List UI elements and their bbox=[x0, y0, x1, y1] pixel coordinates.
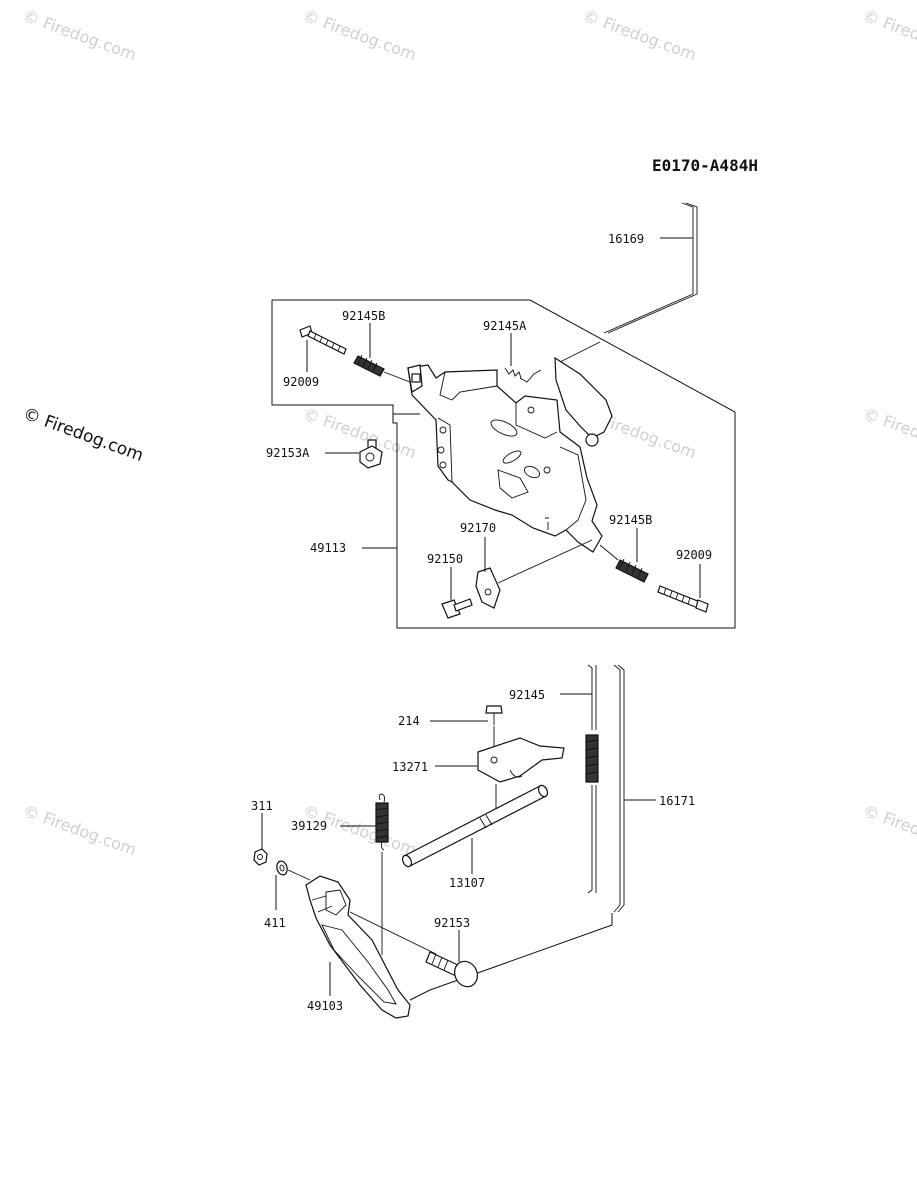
rod-16169 bbox=[559, 202, 698, 363]
spring-92145B-right bbox=[615, 558, 649, 583]
bolt-92009-right bbox=[657, 585, 709, 613]
watermark-8: © Firedog.com bbox=[21, 801, 139, 860]
label-13271: 13271 bbox=[392, 760, 428, 774]
spring-92145B-top bbox=[353, 354, 385, 377]
watermark-10: © Firedog.com bbox=[861, 801, 917, 860]
assembly-frame-lower bbox=[409, 913, 613, 1001]
link-92145B-top bbox=[383, 371, 411, 383]
label-92145: 92145 bbox=[509, 688, 545, 702]
control-bracket-plate bbox=[407, 356, 613, 553]
nut-311 bbox=[253, 848, 268, 866]
rod-92145 bbox=[585, 664, 599, 894]
label-92145B-right: 92145B bbox=[609, 513, 652, 527]
label-13107: 13107 bbox=[449, 876, 485, 890]
watermark-4: © Firedog.com bbox=[861, 6, 917, 65]
spring-92145A bbox=[504, 367, 542, 383]
link-92170 bbox=[497, 539, 593, 584]
assembly-frame-49113 bbox=[271, 299, 736, 629]
label-49113: 49113 bbox=[310, 541, 346, 555]
plate-13271 bbox=[477, 737, 565, 783]
label-214: 214 bbox=[398, 714, 420, 728]
link-92145B-right bbox=[599, 544, 619, 561]
label-92150: 92150 bbox=[427, 552, 463, 566]
watermark-2: © Firedog.com bbox=[301, 6, 419, 65]
washer-411 bbox=[276, 860, 288, 876]
label-92153: 92153 bbox=[434, 916, 470, 930]
rod-16171 bbox=[613, 664, 625, 913]
label-16169: 16169 bbox=[608, 232, 644, 246]
label-311: 311 bbox=[251, 799, 273, 813]
watermark-3: © Firedog.com bbox=[581, 6, 699, 65]
label-411: 411 bbox=[264, 916, 286, 930]
shaft-13107 bbox=[401, 784, 549, 868]
watermark-side: © Firedog.com bbox=[20, 404, 146, 466]
nut-92153A bbox=[359, 439, 383, 469]
spring-39129 bbox=[375, 793, 389, 851]
lever-49103 bbox=[305, 875, 411, 1019]
bolt-92009-top bbox=[299, 325, 347, 355]
bolt-92150 bbox=[441, 598, 473, 619]
label-92145B-top: 92145B bbox=[342, 309, 385, 323]
link-411 bbox=[287, 869, 311, 881]
watermark-1: © Firedog.com bbox=[21, 6, 139, 65]
label-92009-right: 92009 bbox=[676, 548, 712, 562]
diagram-code: E0170-A484H bbox=[652, 156, 758, 175]
label-92009-top: 92009 bbox=[283, 375, 319, 389]
label-49103: 49103 bbox=[307, 999, 343, 1013]
screw-214 bbox=[485, 705, 503, 725]
bolt-92153 bbox=[349, 911, 478, 988]
label-16171: 16171 bbox=[659, 794, 695, 808]
clip-92170 bbox=[475, 567, 501, 609]
label-92153A: 92153A bbox=[266, 446, 310, 460]
label-92170: 92170 bbox=[460, 521, 496, 535]
label-92145A: 92145A bbox=[483, 319, 527, 333]
label-39129: 39129 bbox=[291, 819, 327, 833]
watermark-7: © Firedog.com bbox=[861, 404, 917, 463]
